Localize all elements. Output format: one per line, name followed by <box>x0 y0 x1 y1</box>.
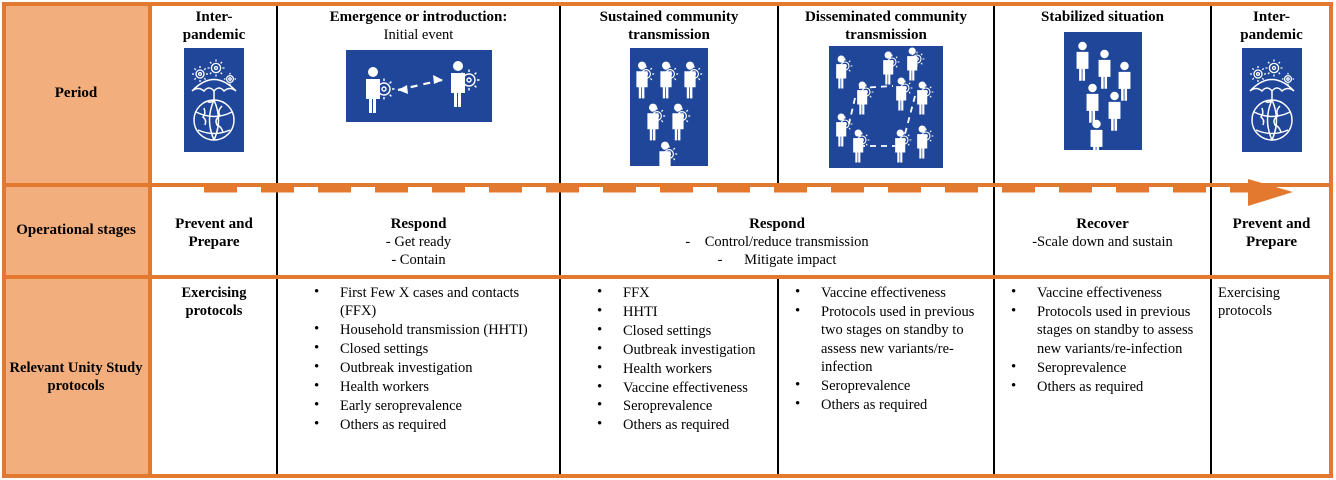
label-column-rule <box>148 4 152 183</box>
list-item: First Few X cases and contacts (FFX) <box>314 283 553 321</box>
list-item: Closed settings <box>597 321 771 340</box>
ops-title: Recover <box>1076 216 1129 232</box>
period-cell-stabilized: Stabilized situation <box>995 4 1210 183</box>
list-item: Household transmission (HHTI) <box>314 320 553 339</box>
label-column-rule <box>148 279 152 476</box>
list-item: Protocols used in previous stages on sta… <box>1011 302 1204 358</box>
protocol-cell-6: Exercising protocols <box>1212 279 1331 476</box>
ops-line: - Get ready <box>385 234 452 250</box>
period-row-content: Inter- pandemic <box>152 4 1331 183</box>
list-item: Others as required <box>1011 377 1204 396</box>
period-cell-sustained: Sustained community transmission <box>561 4 777 183</box>
umbrella-globe-virus-icon <box>1241 48 1302 153</box>
protocol-list: First Few X cases and contacts (FFX) Hou… <box>284 283 553 434</box>
ops-line: - Control/reduce transmission <box>685 234 869 250</box>
list-item: Seroprevalence <box>597 396 771 415</box>
list-item: Seroprevalence <box>1011 358 1204 377</box>
ops-title: Respond <box>390 216 447 232</box>
ops-title: Prevent and Prepare <box>175 216 253 250</box>
ops-cell-respond-early: Respond - Get ready - Contain <box>278 187 559 275</box>
list-item: Outbreak investigation <box>597 340 771 359</box>
row-label-period: Period <box>4 4 148 183</box>
row-label-operational-stages: Operational stages <box>4 187 148 275</box>
ops-title: Respond <box>749 216 805 232</box>
period-cell-emergence: Emergence or introduction: Initial event <box>278 4 559 183</box>
protocol-divider-2 <box>559 279 561 476</box>
protocol-divider-3 <box>777 279 779 476</box>
ops-line: - Mitigate impact <box>717 252 837 269</box>
list-item: Others as required <box>597 415 771 434</box>
period-divider-1 <box>276 4 278 183</box>
period-title: Stabilized situation <box>1041 9 1164 25</box>
list-item: Vaccine effectiveness <box>795 283 987 302</box>
umbrella-globe-virus-icon <box>184 48 244 153</box>
six-healthy-people-icon <box>1063 31 1142 150</box>
list-item: Others as required <box>795 395 987 414</box>
label-column-rule <box>148 187 152 275</box>
protocol-cell-5: Vaccine effectiveness Protocols used in … <box>995 279 1210 476</box>
row-separator-2 <box>4 275 1331 279</box>
operational-row-content: Prevent and Prepare Respond - Get ready … <box>152 187 1331 275</box>
protocol-text: Exercising protocols <box>1218 285 1281 320</box>
period-title: Disseminated community transmission <box>804 9 968 43</box>
protocol-divider-1 <box>276 279 278 476</box>
protocol-list: FFX HHTI Closed settings Outbreak invest… <box>567 283 771 435</box>
list-item: Closed settings <box>314 339 553 358</box>
period-row: Period Inter- pandemic <box>4 4 1331 183</box>
ops-divider-3 <box>993 187 995 275</box>
period-cell-interpandemic-end: Inter- pandemic <box>1212 4 1331 183</box>
list-item: FFX <box>597 283 771 302</box>
period-title: Inter- pandemic <box>1240 9 1303 43</box>
list-item: Early seroprevalence <box>314 396 553 415</box>
protocol-divider-4 <box>993 279 995 476</box>
protocol-divider-5 <box>1210 279 1212 476</box>
operational-stages-row: Operational stages Prevent and Prepare R… <box>4 187 1331 275</box>
protocol-cell-2: First Few X cases and contacts (FFX) Hou… <box>278 279 559 476</box>
protocol-cell-1: Exercising protocols <box>152 279 276 476</box>
period-title: Emergence or introduction: <box>329 9 508 25</box>
ops-cell-recover: Recover -Scale down and sustain <box>995 187 1210 275</box>
period-cell-disseminated: Disseminated community transmission <box>779 4 993 183</box>
protocol-text: Exercising protocols <box>181 285 247 320</box>
list-item: Health workers <box>597 359 771 378</box>
period-divider-2 <box>559 4 561 183</box>
row-label-protocols: Relevant Unity Study protocols <box>4 279 148 476</box>
two-people-transmission-icon <box>345 49 492 122</box>
protocol-cell-3: FFX HHTI Closed settings Outbreak invest… <box>561 279 777 476</box>
period-divider-3 <box>777 4 779 183</box>
ops-cell-prevent-prepare-end: Prevent and Prepare <box>1212 187 1331 275</box>
period-subtitle: Initial event <box>383 26 454 43</box>
period-title: Sustained community transmission <box>599 9 739 43</box>
list-item: HHTI <box>597 302 771 321</box>
ops-title: Prevent and Prepare <box>1232 216 1311 250</box>
ops-line: -Scale down and sustain <box>1032 234 1173 250</box>
protocols-row: Relevant Unity Study protocols Exercisin… <box>4 279 1331 476</box>
period-divider-4 <box>993 4 995 183</box>
list-item: Others as required <box>314 415 553 434</box>
ops-cell-prevent-prepare-start: Prevent and Prepare <box>152 187 276 275</box>
list-item: Vaccine effectiveness <box>1011 283 1204 302</box>
network-infected-people-icon <box>829 46 943 169</box>
period-title: Inter- pandemic <box>182 9 246 43</box>
six-infected-people-icon <box>630 48 708 167</box>
protocol-list: Vaccine effectiveness Protocols used in … <box>785 283 987 414</box>
ops-divider-4 <box>1210 187 1212 275</box>
ops-divider-1 <box>276 187 278 275</box>
list-item: Seroprevalence <box>795 376 987 395</box>
period-divider-5 <box>1210 4 1212 183</box>
protocols-row-content: Exercising protocols First Few X cases a… <box>152 279 1331 476</box>
period-cell-interpandemic-start: Inter- pandemic <box>152 4 276 183</box>
ops-divider-2 <box>559 187 561 275</box>
list-item: Outbreak investigation <box>314 358 553 377</box>
protocol-cell-4: Vaccine effectiveness Protocols used in … <box>779 279 993 476</box>
list-item: Health workers <box>314 377 553 396</box>
list-item: Vaccine effectiveness <box>597 378 771 397</box>
ops-line: - Contain <box>391 252 446 269</box>
list-item: Protocols used in previous two stages on… <box>795 302 987 377</box>
ops-cell-respond-control: Respond - Control/reduce transmission - … <box>561 187 993 275</box>
protocol-list: Vaccine effectiveness Protocols used in … <box>1001 283 1204 396</box>
